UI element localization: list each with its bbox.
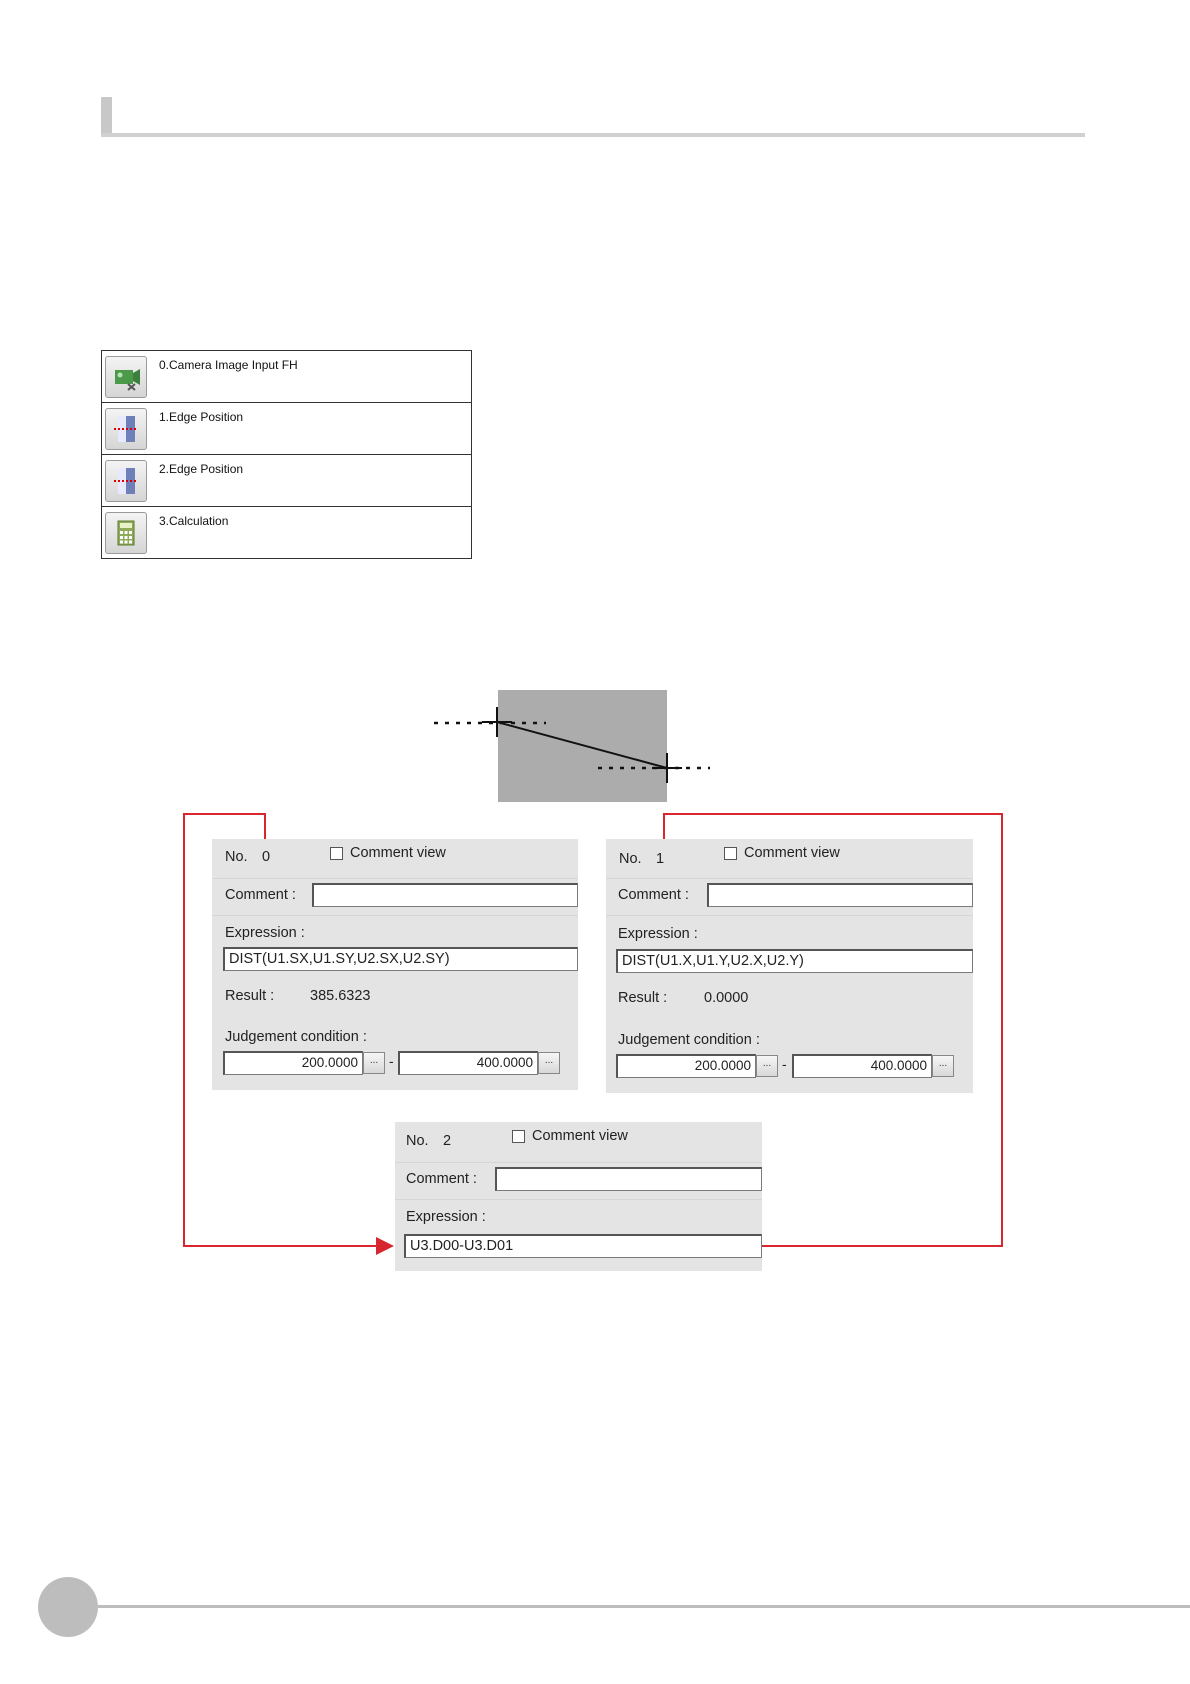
heading-tab	[101, 97, 112, 137]
flow-item-label: 3.Calculation	[159, 514, 229, 528]
distance-line	[496, 721, 668, 769]
section-heading-bar	[101, 97, 1085, 137]
judge-max-ellipsis-button[interactable]: ...	[932, 1055, 954, 1077]
calc-panel-2: No. 2 Comment view Comment : Expression …	[395, 1122, 762, 1271]
comment-label: Comment :	[406, 1171, 477, 1187]
page-number-badge	[38, 1577, 98, 1637]
no-label: No.	[619, 851, 642, 867]
no-value: 2	[443, 1133, 452, 1149]
comment-field[interactable]	[495, 1167, 762, 1191]
range-separator: -	[782, 1056, 787, 1072]
comment-view-checkbox[interactable]	[330, 847, 343, 860]
judge-max-ellipsis-button[interactable]: ...	[538, 1052, 560, 1074]
flow-item-label: 0.Camera Image Input FH	[159, 358, 298, 372]
comment-view-label: Comment view	[744, 845, 840, 861]
expression-label: Expression :	[618, 926, 698, 942]
expression-field[interactable]: U3.D00-U3.D01	[404, 1234, 762, 1258]
comment-view-checkbox[interactable]	[512, 1130, 525, 1143]
edge-position-icon[interactable]	[105, 460, 147, 502]
no-label: No.	[406, 1133, 429, 1149]
expression-label: Expression :	[225, 925, 305, 941]
result-value: 385.6323	[310, 988, 371, 1004]
camera-icon[interactable]	[105, 356, 147, 398]
comment-view-checkbox[interactable]	[724, 847, 737, 860]
no-value: 1	[656, 851, 665, 867]
judge-min-field[interactable]: 200.0000	[616, 1054, 756, 1078]
comment-view-label: Comment view	[350, 845, 446, 861]
expression-field[interactable]: DIST(U1.X,U1.Y,U2.X,U2.Y)	[616, 949, 973, 973]
comment-field[interactable]	[312, 883, 578, 907]
footer-rule	[98, 1605, 1190, 1608]
calculator-icon[interactable]	[105, 512, 147, 554]
flow-item-label: 2.Edge Position	[159, 462, 244, 476]
judge-max-field[interactable]: 400.0000	[398, 1051, 538, 1075]
no-label: No.	[225, 849, 248, 865]
comment-label: Comment :	[225, 887, 296, 903]
expression-label: Expression :	[406, 1209, 486, 1225]
calc-panel-0: No. 0 Comment view Comment : Expression …	[212, 839, 578, 1090]
result-label: Result :	[618, 990, 668, 1006]
judge-min-ellipsis-button[interactable]: ...	[363, 1052, 385, 1074]
comment-view-label: Comment view	[532, 1128, 628, 1144]
flow-item-calculation[interactable]: 3.Calculation	[102, 507, 471, 558]
edge-position-icon[interactable]	[105, 408, 147, 450]
flow-item-edge-position-1[interactable]: 1.Edge Position	[102, 403, 471, 455]
judge-min-field[interactable]: 200.0000	[223, 1051, 363, 1075]
result-value: 0.0000	[704, 990, 749, 1006]
result-label: Result :	[225, 988, 275, 1004]
comment-field[interactable]	[707, 883, 973, 907]
heading-rule	[101, 133, 1085, 137]
calc-panel-1: No. 1 Comment view Comment : Expression …	[606, 839, 973, 1093]
arrow-right-icon	[376, 1237, 394, 1255]
camera-image-region	[498, 690, 667, 802]
judgement-label: Judgement condition :	[618, 1032, 760, 1048]
judge-max-field[interactable]: 400.0000	[792, 1054, 932, 1078]
diagram-canvas	[183, 690, 1003, 1255]
judgement-label: Judgement condition :	[225, 1029, 367, 1045]
flow-item-camera-image-input[interactable]: 0.Camera Image Input FH	[102, 351, 471, 403]
no-value: 0	[262, 849, 271, 865]
judge-min-ellipsis-button[interactable]: ...	[756, 1055, 778, 1077]
flow-item-label: 1.Edge Position	[159, 410, 244, 424]
expression-field[interactable]: DIST(U1.SX,U1.SY,U2.SX,U2.SY)	[223, 947, 578, 971]
scene-flow-list: 0.Camera Image Input FH 1.Edge Position …	[101, 350, 472, 559]
flow-item-edge-position-2[interactable]: 2.Edge Position	[102, 455, 471, 507]
comment-label: Comment :	[618, 887, 689, 903]
range-separator: -	[389, 1053, 394, 1069]
